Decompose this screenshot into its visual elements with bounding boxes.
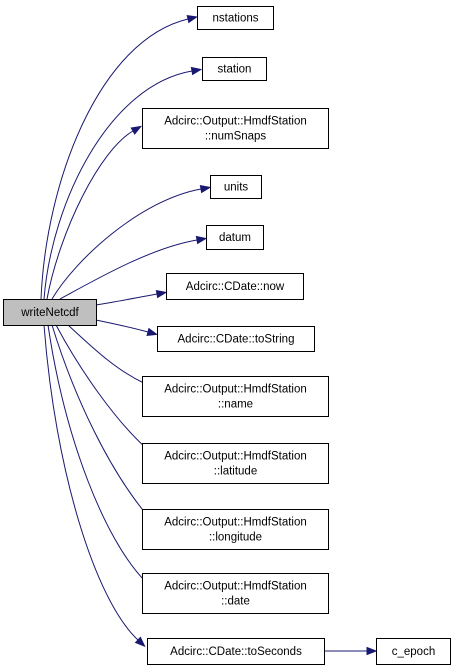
node-box-date [142,573,329,614]
node-longitude[interactable]: Adcirc::Output::HmdfStation::longitude [142,509,329,550]
node-label-numsnaps-line-2: ::numSnaps [205,131,267,143]
node-label-datum: datum [219,232,251,244]
edge-writenetcdf-to-name [67,324,156,389]
node-datum[interactable]: datum [206,225,264,250]
node-label-name-line-1: Adcirc::Output::HmdfStation [164,384,307,396]
node-box-units [210,175,262,199]
arrowhead [146,327,159,336]
edge-writenetcdf-to-date [47,324,153,589]
node-date[interactable]: Adcirc::Output::HmdfStation::date [142,573,329,614]
node-label-station: station [218,64,252,76]
arrowhead [134,636,146,648]
edge-writenetcdf-to-latitude [55,324,154,455]
node-latitude[interactable]: Adcirc::Output::HmdfStation::latitude [142,443,329,484]
arrowhead [199,184,212,194]
node-label-units: units [224,182,249,194]
node-toseconds[interactable]: Adcirc::CDate::toSeconds [147,638,325,665]
node-label-tostring: Adcirc::CDate::toString [178,334,295,346]
node-tostring[interactable]: Adcirc::CDate::toString [157,326,315,352]
node-label-latitude-line-2: ::latitude [214,466,257,478]
node-label-longitude-line-2: ::longitude [209,532,262,544]
node-label-writenetcdf: writeNetcdf [20,307,79,319]
node-label-latitude-line-1: Adcirc::Output::HmdfStation [164,451,307,463]
node-label-nstations: nstations [212,13,258,25]
node-label-now: Adcirc::CDate::now [186,281,285,293]
node-box-toseconds [147,638,325,665]
edge-toseconds-to-c-epoch [323,646,378,656]
node-box-longitude [142,509,329,550]
node-c-epoch[interactable]: c_epoch [376,638,451,665]
arrowhead [186,15,199,24]
node-box-numsnaps [142,108,329,149]
node-label-numsnaps-line-1: Adcirc::Output::HmdfStation [164,116,307,128]
edge-writenetcdf-to-nstations [40,15,199,300]
arrowhead [155,289,168,299]
node-nstations[interactable]: nstations [197,6,274,30]
node-numsnaps[interactable]: Adcirc::Output::HmdfStation::numSnaps [142,108,329,149]
node-station[interactable]: station [202,57,267,81]
edge-writenetcdf-to-longitude [51,324,153,523]
node-box-now [166,273,304,300]
edge-writenetcdf-to-now [95,289,168,306]
node-label-c-epoch: c_epoch [392,646,435,658]
arrowhead [195,235,208,245]
nodes-layer: writeNetcdf nstationsstationAdcirc::Outpu… [3,6,451,665]
node-box-nstations [197,6,274,30]
node-units[interactable]: units [210,175,262,199]
node-box-station [202,57,267,81]
arrowhead [130,125,143,135]
edge-writenetcdf-to-station [43,66,203,300]
edge-writenetcdf-to-tostring [95,319,159,336]
arrowhead [190,66,203,76]
arrowhead [366,646,378,656]
node-label-toseconds: Adcirc::CDate::toSeconds [170,646,302,658]
edge-writenetcdf-to-datum [59,235,208,300]
node-now[interactable]: Adcirc::CDate::now [166,273,304,300]
node-writenetcdf[interactable]: writeNetcdf [3,299,97,326]
node-box-latitude [142,443,329,484]
node-label-date-line-1: Adcirc::Output::HmdfStation [164,581,307,593]
edges-layer [40,15,378,656]
node-box-name [142,376,329,417]
edge-writenetcdf-to-numsnaps [46,125,143,300]
node-box-tostring [157,326,315,352]
node-box-writenetcdf [3,299,97,326]
node-name[interactable]: Adcirc::Output::HmdfStation::name [142,376,329,417]
node-label-date-line-2: ::date [221,596,250,608]
edge-writenetcdf-to-units [51,184,212,300]
node-box-datum [206,225,264,250]
node-label-name-line-2: ::name [218,399,253,411]
node-box-c-epoch [376,638,451,665]
node-label-longitude-line-1: Adcirc::Output::HmdfStation [164,517,307,529]
edge-writenetcdf-to-toseconds [43,324,146,648]
